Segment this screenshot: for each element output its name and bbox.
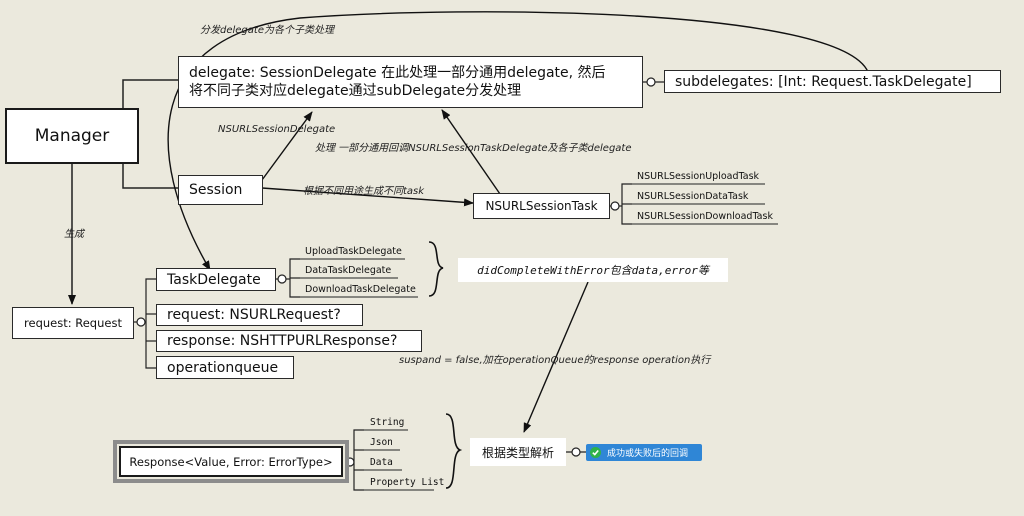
handle-common-label: 处理 一部分通用回调NSURLSessionTaskDelegate及各子类de… <box>315 143 632 154</box>
nshttpresponse-label: response: NSHTTPURLResponse? <box>167 333 398 349</box>
check-icon <box>590 447 601 458</box>
generate-label: 生成 <box>64 229 84 240</box>
callback-badge[interactable]: 成功或失败后的回调 <box>586 444 702 461</box>
delegate-subclass-data[interactable]: DataTaskDelegate <box>305 265 392 276</box>
operationqueue-node[interactable]: operationqueue <box>156 356 294 379</box>
request-label: request: Request <box>24 316 122 330</box>
delegate-subclass-download[interactable]: DownloadTaskDelegate <box>305 284 416 295</box>
session-delegate-line-1: delegate: SessionDelegate 在此处理一部分通用deleg… <box>189 65 606 81</box>
nshttpresponse-node[interactable]: response: NSHTTPURLResponse? <box>156 330 422 352</box>
manager-to-delegate-connector <box>122 79 178 108</box>
response-node[interactable]: Response<Value, Error: ErrorType> <box>113 440 349 483</box>
session-to-task-arrow <box>261 187 474 207</box>
task-to-delegate-arrow <box>441 109 501 195</box>
nsurlsessiontask-node[interactable]: NSURLSessionTask <box>473 193 610 219</box>
parse-label: 根据类型解析 <box>481 445 554 460</box>
request-tree-bracket <box>145 278 156 369</box>
suspend-label: suspand = false,加在operationQueue的respons… <box>399 355 711 366</box>
manager-to-session-connector <box>122 160 178 189</box>
task-subclass-download[interactable]: NSURLSessionDownloadTask <box>637 211 773 222</box>
didcomplete-node[interactable]: didCompleteWithError包含data,error等 <box>458 258 728 282</box>
parse-port <box>571 447 581 457</box>
delegate-tree-port <box>277 274 287 284</box>
session-node[interactable]: Session <box>178 175 263 205</box>
response-tree-bracket <box>353 429 364 491</box>
session-to-delegate-arrow <box>261 111 313 181</box>
response-type-json[interactable]: Json <box>370 437 393 448</box>
taskdelegate-label: TaskDelegate <box>167 271 261 288</box>
task-subclass-upload[interactable]: NSURLSessionUploadTask <box>637 171 760 182</box>
subdelegates-port <box>646 77 656 87</box>
response-tree-port <box>345 457 355 467</box>
task-tree-port <box>610 201 620 211</box>
response-type-string[interactable]: String <box>370 417 405 428</box>
delegate-curly-brace <box>428 241 444 297</box>
dispatch-arc <box>167 11 869 271</box>
delegate-subclass-upload[interactable]: UploadTaskDelegate <box>305 246 402 257</box>
manager-label: Manager <box>34 126 110 146</box>
taskdelegate-node[interactable]: TaskDelegate <box>156 268 276 291</box>
parse-node[interactable]: 根据类型解析 <box>470 438 566 466</box>
didcomplete-label: didCompleteWithError包含data,error等 <box>477 264 709 277</box>
session-label: Session <box>189 182 243 198</box>
dispatch-label: 分发delegate为各个子类处理 <box>200 25 334 36</box>
nsurlrequest-node[interactable]: request: NSURLRequest? <box>156 304 363 326</box>
session-delegate-node[interactable]: delegate: SessionDelegate 在此处理一部分通用deleg… <box>178 56 643 108</box>
nsurlrequest-label: request: NSURLRequest? <box>167 307 341 323</box>
nsurlsessiondelegate-label: NSURLSessionDelegate <box>218 124 336 135</box>
request-node[interactable]: request: Request <box>12 307 134 339</box>
response-label: Response<Value, Error: ErrorType> <box>129 454 333 469</box>
subdelegates-label: subdelegates: [Int: Request.TaskDelegate… <box>675 73 972 90</box>
manager-node[interactable]: Manager <box>5 108 139 164</box>
subdelegates-node[interactable]: subdelegates: [Int: Request.TaskDelegate… <box>664 70 1001 93</box>
didcomplete-to-parse-arrow <box>523 281 589 433</box>
response-curly-brace <box>445 413 463 489</box>
callback-badge-text: 成功或失败后的回调 <box>607 449 689 459</box>
request-tree-port <box>136 317 146 327</box>
nsurlsessiontask-label: NSURLSessionTask <box>485 199 598 213</box>
task-subclass-data[interactable]: NSURLSessionDataTask <box>637 191 749 202</box>
response-type-property-list[interactable]: Property List <box>370 477 445 488</box>
response-type-data[interactable]: Data <box>370 457 393 468</box>
session-delegate-line-2: 将不同子类对应delegate通过subDelegate分发处理 <box>189 83 522 99</box>
operationqueue-label: operationqueue <box>167 359 279 376</box>
by-purpose-label: 根据不同用途生成不同task <box>303 186 425 197</box>
